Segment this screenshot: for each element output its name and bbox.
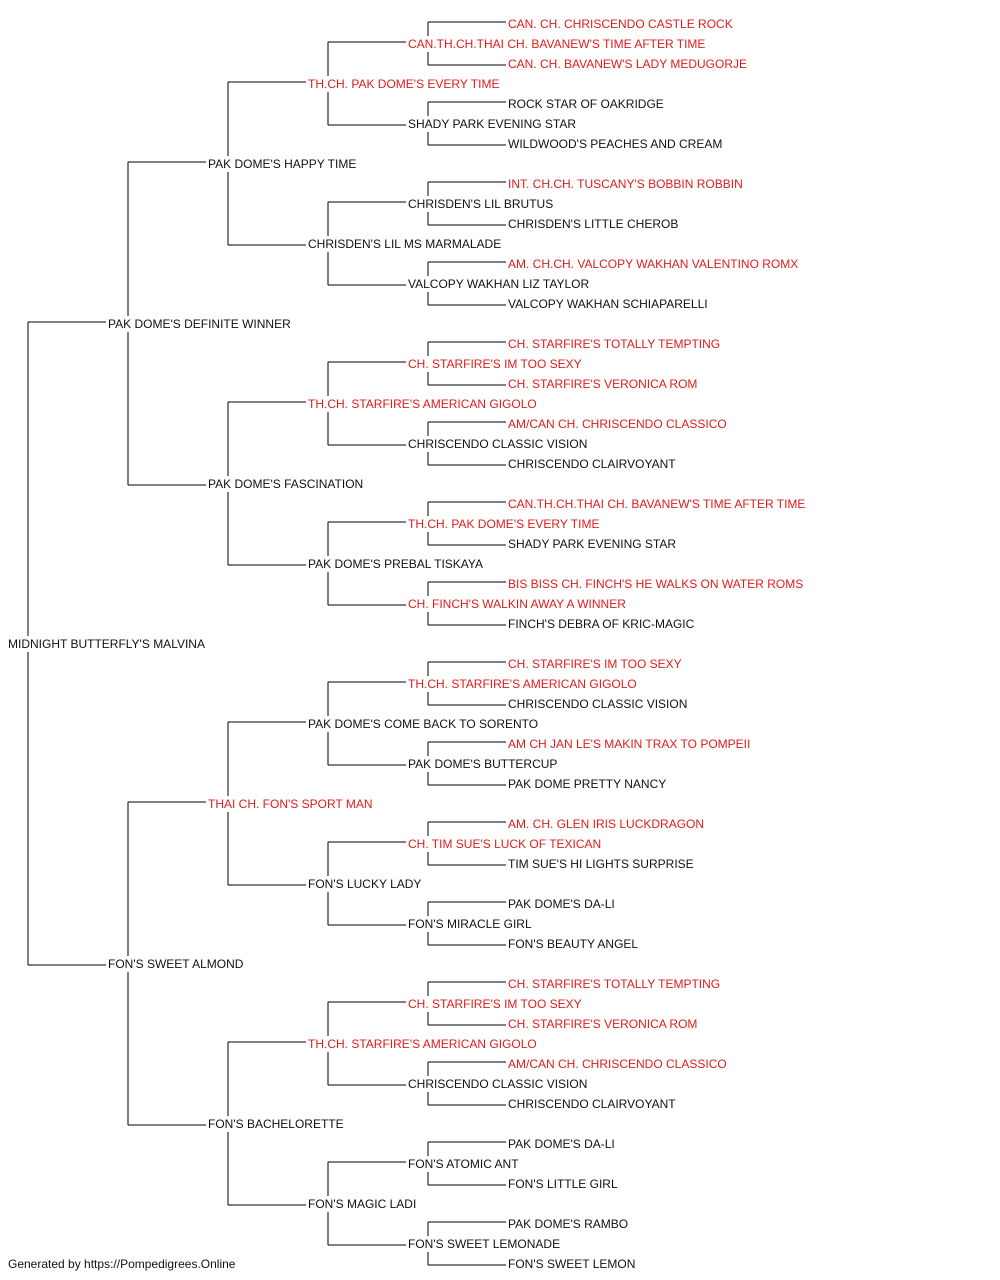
ancestor-name-gen4[interactable]: CH. FINCH'S WALKIN AWAY A WINNER	[408, 597, 626, 611]
ancestor-name-gen5[interactable]: CH. STARFIRE'S VERONICA ROM	[508, 1017, 697, 1031]
ancestor-name-gen2[interactable]: FON'S BACHELORETTE	[208, 1117, 344, 1131]
footer-credit: Generated by https://Pompedigrees.Online	[8, 1257, 236, 1271]
ancestor-name-gen4[interactable]: FON'S SWEET LEMONADE	[408, 1237, 560, 1251]
ancestor-name-gen4[interactable]: CH. STARFIRE'S IM TOO SEXY	[408, 997, 582, 1011]
ancestor-name-gen4[interactable]: PAK DOME'S BUTTERCUP	[408, 757, 557, 771]
ancestor-name-gen5[interactable]: AM/CAN CH. CHRISCENDO CLASSICO	[508, 417, 727, 431]
ancestor-name-gen4[interactable]: TH.CH. PAK DOME'S EVERY TIME	[408, 517, 599, 531]
ancestor-name-gen5[interactable]: CH. STARFIRE'S TOTALLY TEMPTING	[508, 977, 720, 991]
ancestor-name-gen5[interactable]: AM. CH. GLEN IRIS LUCKDRAGON	[508, 817, 704, 831]
ancestor-name-gen5[interactable]: PAK DOME'S RAMBO	[508, 1217, 628, 1231]
ancestor-name-gen2[interactable]: PAK DOME'S HAPPY TIME	[208, 157, 356, 171]
ancestor-name-gen3[interactable]: PAK DOME'S COME BACK TO SORENTO	[308, 717, 538, 731]
ancestor-name-gen5[interactable]: CHRISCENDO CLASSIC VISION	[508, 697, 687, 711]
ancestor-name-gen5[interactable]: BIS BISS CH. FINCH'S HE WALKS ON WATER R…	[508, 577, 803, 591]
ancestor-name-gen3[interactable]: TH.CH. PAK DOME'S EVERY TIME	[308, 77, 499, 91]
ancestor-name-gen5[interactable]: PAK DOME'S DA-LI	[508, 1137, 615, 1151]
ancestor-name-gen4[interactable]: CHRISCENDO CLASSIC VISION	[408, 437, 587, 451]
ancestor-name-gen5[interactable]: FINCH'S DEBRA OF KRIC-MAGIC	[508, 617, 695, 631]
ancestor-name-gen5[interactable]: CAN.TH.CH.THAI CH. BAVANEW'S TIME AFTER …	[508, 497, 805, 511]
ancestor-name-gen5[interactable]: CH. STARFIRE'S TOTALLY TEMPTING	[508, 337, 720, 351]
ancestor-name-gen3[interactable]: TH.CH. STARFIRE'S AMERICAN GIGOLO	[308, 397, 537, 411]
ancestor-name-gen5[interactable]: AM CH JAN LE'S MAKIN TRAX TO POMPEII	[508, 737, 750, 751]
ancestor-name-gen3[interactable]: CHRISDEN'S LIL MS MARMALADE	[308, 237, 501, 251]
ancestor-name-gen4[interactable]: CAN.TH.CH.THAI CH. BAVANEW'S TIME AFTER …	[408, 37, 705, 51]
ancestor-name-gen2[interactable]: THAI CH. FON'S SPORT MAN	[208, 797, 373, 811]
ancestor-name-gen5[interactable]: AM. CH.CH. VALCOPY WAKHAN VALENTINO ROMX	[508, 257, 798, 271]
ancestor-name-gen5[interactable]: SHADY PARK EVENING STAR	[508, 537, 676, 551]
subject-name[interactable]: MIDNIGHT BUTTERFLY'S MALVINA	[8, 637, 205, 651]
ancestor-name-gen5[interactable]: CH. STARFIRE'S VERONICA ROM	[508, 377, 697, 391]
ancestor-name-gen4[interactable]: CH. STARFIRE'S IM TOO SEXY	[408, 357, 582, 371]
ancestor-name-gen5[interactable]: ROCK STAR OF OAKRIDGE	[508, 97, 664, 111]
ancestor-name-gen5[interactable]: CHRISCENDO CLAIRVOYANT	[508, 457, 676, 471]
ancestor-name-gen2[interactable]: PAK DOME'S FASCINATION	[208, 477, 363, 491]
ancestor-name-gen5[interactable]: FON'S BEAUTY ANGEL	[508, 937, 638, 951]
ancestor-name-gen5[interactable]: CH. STARFIRE'S IM TOO SEXY	[508, 657, 682, 671]
ancestor-name-gen1[interactable]: FON'S SWEET ALMOND	[108, 957, 244, 971]
ancestor-name-gen5[interactable]: INT. CH.CH. TUSCANY'S BOBBIN ROBBIN	[508, 177, 743, 191]
ancestor-name-gen5[interactable]: FON'S SWEET LEMON	[508, 1257, 635, 1271]
ancestor-name-gen4[interactable]: CH. TIM SUE'S LUCK OF TEXICAN	[408, 837, 601, 851]
ancestor-name-gen5[interactable]: FON'S LITTLE GIRL	[508, 1177, 618, 1191]
ancestor-name-gen5[interactable]: TIM SUE'S HI LIGHTS SURPRISE	[508, 857, 694, 871]
ancestor-name-gen4[interactable]: FON'S ATOMIC ANT	[408, 1157, 519, 1171]
ancestor-name-gen5[interactable]: PAK DOME PRETTY NANCY	[508, 777, 666, 791]
ancestor-name-gen3[interactable]: FON'S MAGIC LADI	[308, 1197, 416, 1211]
ancestor-name-gen4[interactable]: CHRISDEN'S LIL BRUTUS	[408, 197, 553, 211]
ancestor-name-gen5[interactable]: CAN. CH. CHRISCENDO CASTLE ROCK	[508, 17, 733, 31]
ancestor-name-gen5[interactable]: VALCOPY WAKHAN SCHIAPARELLI	[508, 297, 708, 311]
ancestor-name-gen4[interactable]: TH.CH. STARFIRE'S AMERICAN GIGOLO	[408, 677, 637, 691]
ancestor-name-gen5[interactable]: PAK DOME'S DA-LI	[508, 897, 615, 911]
ancestor-name-gen4[interactable]: CHRISCENDO CLASSIC VISION	[408, 1077, 587, 1091]
ancestor-name-gen3[interactable]: FON'S LUCKY LADY	[308, 877, 421, 891]
ancestor-name-gen3[interactable]: TH.CH. STARFIRE'S AMERICAN GIGOLO	[308, 1037, 537, 1051]
ancestor-name-gen4[interactable]: VALCOPY WAKHAN LIZ TAYLOR	[408, 277, 589, 291]
ancestor-name-gen5[interactable]: AM/CAN CH. CHRISCENDO CLASSICO	[508, 1057, 727, 1071]
ancestor-name-gen1[interactable]: PAK DOME'S DEFINITE WINNER	[108, 317, 291, 331]
ancestor-name-gen5[interactable]: WILDWOOD'S PEACHES AND CREAM	[508, 137, 722, 151]
ancestor-name-gen5[interactable]: CHRISDEN'S LITTLE CHEROB	[508, 217, 678, 231]
ancestor-name-gen5[interactable]: CHRISCENDO CLAIRVOYANT	[508, 1097, 676, 1111]
ancestor-name-gen4[interactable]: FON'S MIRACLE GIRL	[408, 917, 532, 931]
ancestor-name-gen4[interactable]: SHADY PARK EVENING STAR	[408, 117, 576, 131]
ancestor-name-gen5[interactable]: CAN. CH. BAVANEW'S LADY MEDUGORJE	[508, 57, 747, 71]
ancestor-name-gen3[interactable]: PAK DOME'S PREBAL TISKAYA	[308, 557, 483, 571]
